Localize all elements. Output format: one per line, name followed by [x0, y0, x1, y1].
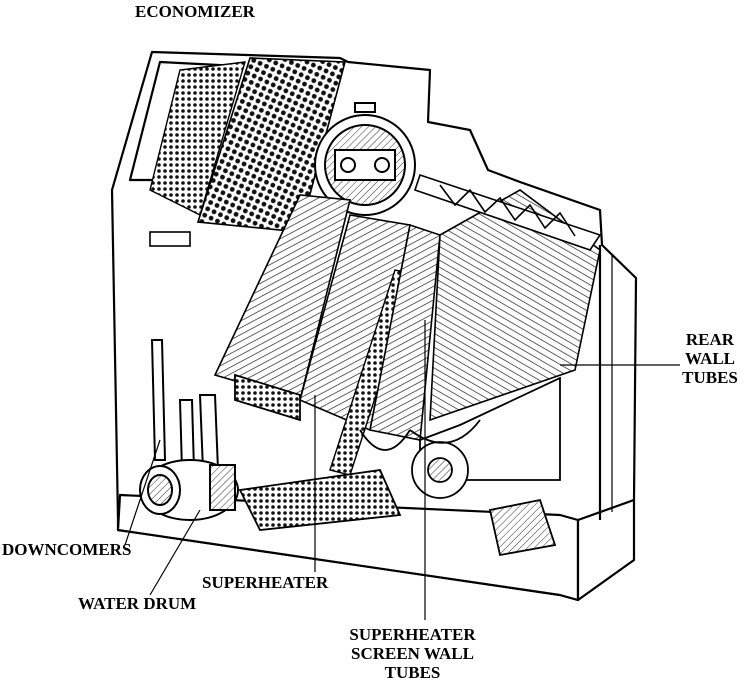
label-screen-wall-line-2: SCREEN WALL [351, 644, 474, 663]
leader-downcomers [124, 439, 161, 546]
leader-lines [124, 320, 680, 620]
steam-drum [314, 102, 416, 216]
economizer-tube-bank [149, 57, 347, 247]
label-rear-wall-tubes-line-1: REAR [685, 330, 735, 349]
label-downcomers: DOWNCOMERS [2, 540, 132, 559]
label-superheater: SUPERHEATER [202, 573, 329, 592]
label-superheater-screen-wall-tubes: SUPERHEATER SCREEN WALL TUBES [320, 625, 505, 682]
label-water-drum: WATER DRUM [78, 594, 197, 613]
leader-water-drum [149, 509, 201, 596]
label-economizer: ECONOMIZER [135, 2, 255, 21]
downcomers [150, 339, 220, 471]
label-rear-wall-tubes-line-2: WALL [684, 349, 736, 368]
rear-wall-tube-bank [413, 173, 602, 422]
label-screen-wall-line-1: SUPERHEATER [349, 625, 476, 644]
furnace-floor [234, 373, 561, 557]
label-rear-wall-tubes: REAR WALL TUBES [672, 330, 748, 387]
water-drum [139, 459, 239, 521]
label-screen-wall-line-3: TUBES [384, 663, 441, 682]
label-rear-wall-tubes-line-3: TUBES [682, 368, 738, 387]
